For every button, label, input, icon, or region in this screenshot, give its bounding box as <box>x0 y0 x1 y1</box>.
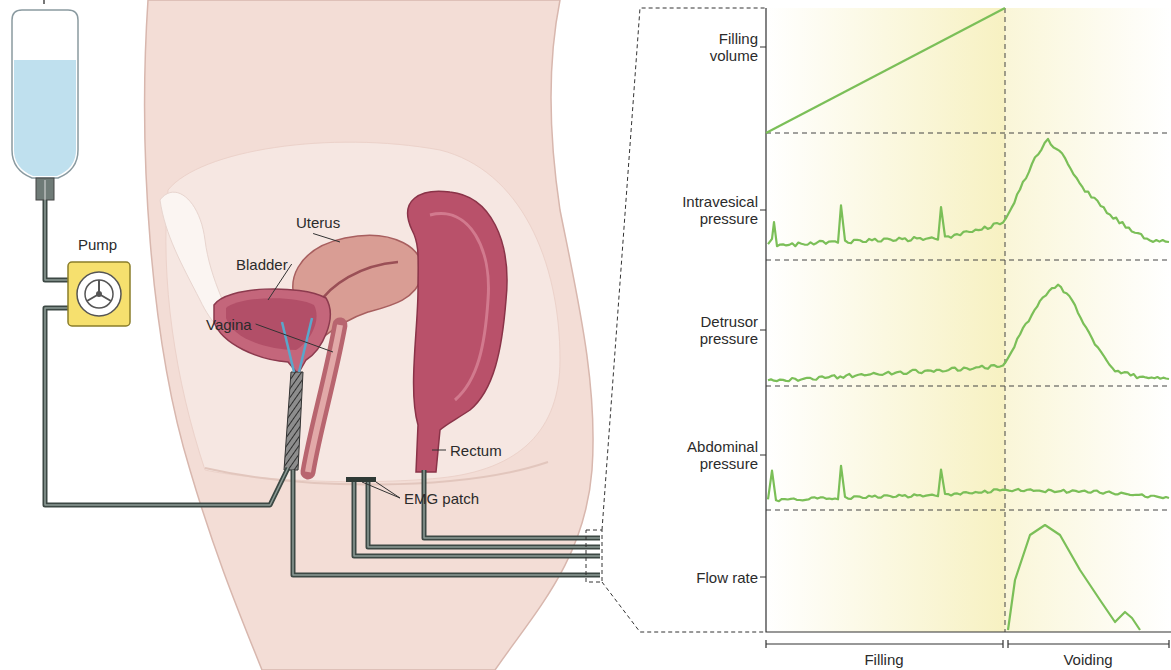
leader-lines <box>256 234 446 499</box>
pelvic-cavity <box>166 142 560 482</box>
organ-label: Vagina <box>206 316 276 333</box>
signal-trace <box>768 139 1169 246</box>
signal-trace <box>768 466 1169 502</box>
phase-label: Filling <box>834 651 934 668</box>
signal-trace <box>1008 525 1140 630</box>
emg-patch <box>346 477 376 482</box>
leader-line <box>362 482 400 498</box>
leader-line <box>432 450 446 451</box>
part-label: Pump <box>78 236 138 253</box>
pelvic-floor <box>205 462 548 485</box>
rectum-organ <box>408 191 507 472</box>
tubing <box>45 200 600 575</box>
leader-line <box>376 482 400 498</box>
leader-line <box>256 324 333 352</box>
organ-label: Rectum <box>450 442 520 459</box>
part-label: EMG patch <box>404 490 494 507</box>
pressure-traces <box>766 8 1169 630</box>
axis-label: Flow rate <box>663 569 758 586</box>
bladder-catheter <box>282 318 312 372</box>
pump-symbol <box>68 262 130 326</box>
signal-trace <box>768 285 1169 381</box>
organ-label: Bladder <box>236 256 306 273</box>
leader-line <box>313 234 340 243</box>
urethra-hatched <box>284 372 303 470</box>
chart-gridlines <box>766 8 1171 632</box>
axis-label: Filling volume <box>678 30 758 64</box>
chart-axes <box>760 8 1171 648</box>
axis-label: Intravesical pressure <box>653 193 758 227</box>
organ-label: Uterus <box>296 214 366 231</box>
zoom-bracket <box>586 8 765 632</box>
fluid-bag <box>12 0 78 200</box>
signal-trace <box>766 8 1005 133</box>
filling-phase-band <box>766 8 1005 632</box>
axis-label: Abdominal pressure <box>663 438 758 472</box>
axis-label: Detrusor pressure <box>668 313 758 347</box>
phase-label: Voiding <box>1038 651 1138 668</box>
body-silhouette <box>145 0 593 670</box>
